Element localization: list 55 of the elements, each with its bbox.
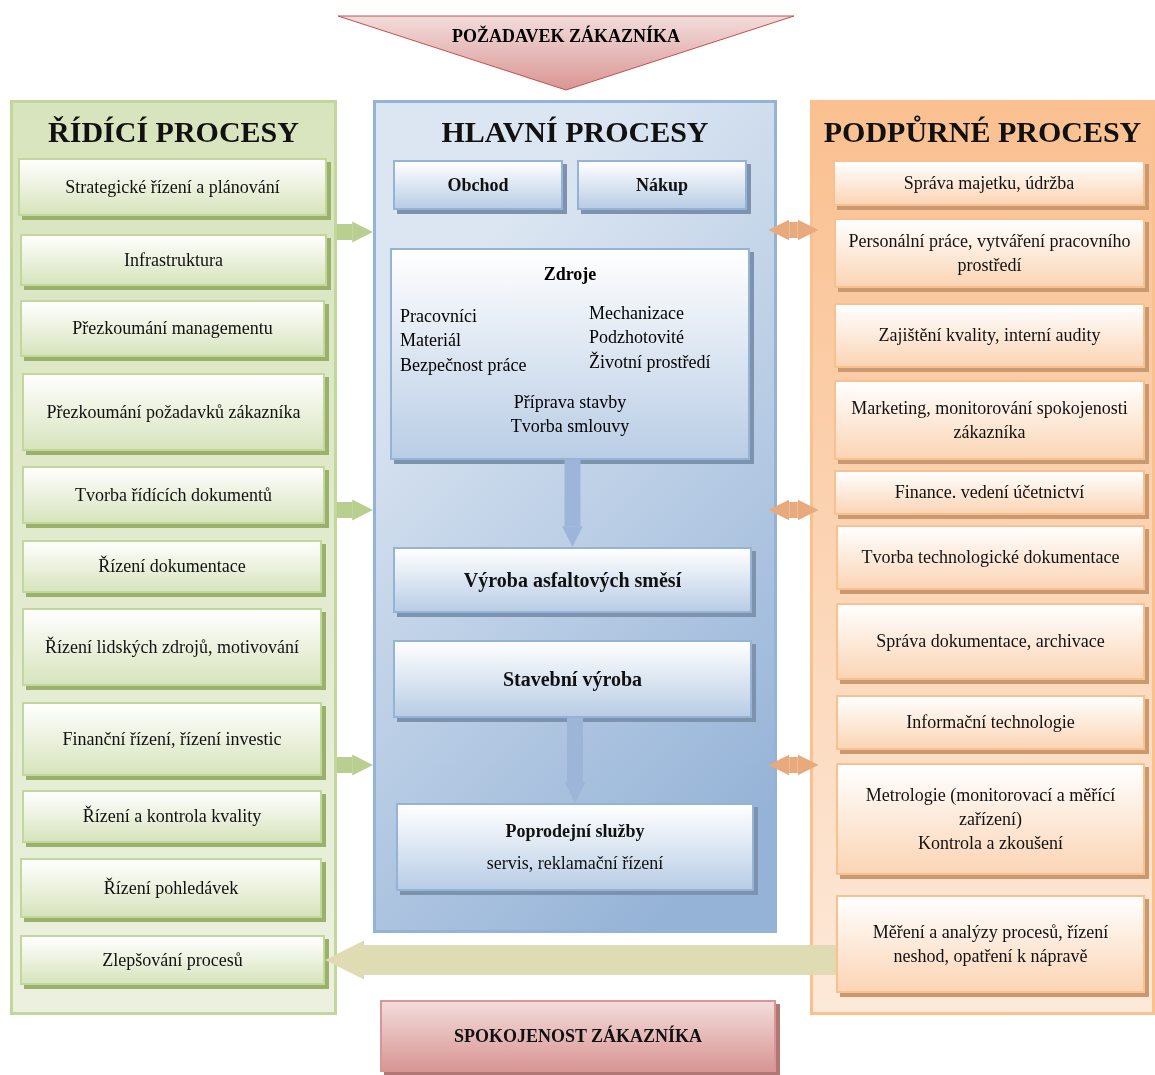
box-heading: Zdroje — [542, 264, 598, 285]
block-arrow — [562, 460, 583, 547]
process-column — [10, 100, 337, 1015]
process-label: Přezkoumání managementu — [72, 317, 273, 341]
process-label: Personální práce, vytváření pracovního prostředí — [847, 229, 1132, 277]
column-title: HLAVNÍ PROCESY — [440, 115, 710, 149]
process-label: Zajištění kvality, interní audity — [878, 324, 1101, 348]
process-label: Marketing, monitorování spokojenosti zákazníka — [850, 396, 1129, 444]
process-label: Informační technologie — [906, 711, 1075, 735]
process-label: Tvorba technologické dokumentace — [861, 546, 1120, 570]
process-label: Řízení a kontrola kvality — [82, 804, 262, 829]
resource-label: Materiál — [400, 330, 461, 351]
block-arrow — [325, 940, 836, 980]
process-column — [810, 100, 1155, 1015]
block-arrow — [768, 499, 819, 521]
resource-label: Tvorba smlouvy — [509, 416, 631, 437]
process-label: servis, reklamační řízení — [486, 852, 664, 875]
process-label: Řízení pohledávek — [103, 876, 239, 900]
process-label: Zlepšování procesů — [102, 948, 243, 972]
block-arrow — [768, 754, 819, 776]
banner-label: POŽADAVEK ZÁKAZNÍKA — [450, 26, 682, 47]
process-label: Finance. vedení účetnictví — [894, 481, 1085, 505]
block-arrow — [564, 718, 586, 803]
process-label: Řízení lidských zdrojů, motivování — [45, 635, 299, 659]
process-label: Správa dokumentace, archivace — [876, 630, 1105, 654]
process-label: Měření a analýzy procesů, řízení neshod, opatření k nápravě — [871, 920, 1110, 968]
resource-label: Životní prostředí — [589, 352, 711, 373]
resource-label: Podzhotovité — [589, 327, 684, 348]
block-arrow — [337, 221, 373, 243]
resource-label: Bezpečnost práce — [400, 355, 527, 376]
process-column — [373, 100, 777, 933]
block-arrow — [768, 219, 819, 241]
column-title: ŘÍDÍCÍ PROCESY — [47, 115, 300, 149]
process-label: Stavební výroba — [502, 666, 643, 693]
process-label: Poprodejní služby — [505, 819, 645, 843]
process-label: Tvorba řídících dokumentů — [75, 483, 272, 507]
column-title: PODPŮRNÉ PROCESY — [822, 115, 1143, 149]
process-label: Obchod — [447, 173, 509, 197]
process-label: Strategické řízení a plánování — [65, 175, 280, 199]
process-label: SPOKOJENOST ZÁKAZNÍKA — [453, 1024, 703, 1048]
requirement-arrow — [335, 14, 797, 92]
resource-label: Příprava stavby — [512, 392, 628, 413]
process-label: Infrastruktura — [124, 248, 223, 272]
process-label: Finanční řízení, řízení investic — [62, 727, 282, 751]
block-arrow — [337, 754, 373, 776]
block-arrow — [337, 499, 373, 521]
resource-label: Mechanizace — [589, 303, 684, 324]
resource-label: Pracovníci — [400, 306, 477, 327]
process-label: Nákup — [636, 173, 688, 197]
process-label: Výroba asfaltových směsí — [463, 567, 682, 594]
process-label: Kontrola a zkoušení — [918, 832, 1063, 856]
process-label: Metrologie (monitorovací a měřící zařízení) — [864, 783, 1117, 831]
process-label: Správa majetku, údržba — [903, 171, 1075, 195]
process-label: Přezkoumání požadavků zákazníka — [46, 400, 301, 424]
process-label: Řízení dokumentace — [98, 554, 246, 579]
